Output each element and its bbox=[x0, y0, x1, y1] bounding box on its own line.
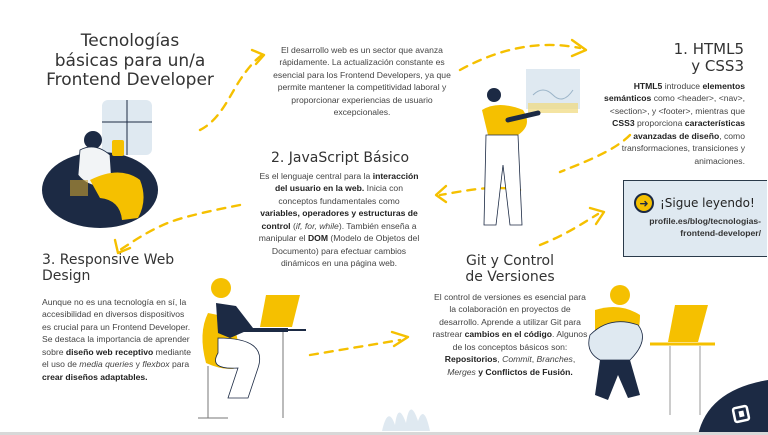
bottom-border bbox=[0, 432, 768, 435]
section-1-text: HTML5 introduce elementos semánticos com… bbox=[604, 81, 745, 166]
section-1-title-line-1: 1. HTML5 bbox=[673, 40, 744, 58]
section-3-text: Aunque no es una tecnología en sí, la ac… bbox=[42, 297, 192, 382]
section-4-title-line-2: de Versiones bbox=[465, 269, 555, 286]
section-2-title: 2. JavaScript Básico bbox=[270, 150, 410, 166]
read-more-url[interactable]: profile.es/blog/tecnologias- frontend-de… bbox=[649, 215, 761, 240]
section-3-title: 3. Responsive Web Design bbox=[42, 252, 212, 284]
illustration-woman-beanbag bbox=[42, 100, 158, 228]
title-line-2: básicas para un/a bbox=[54, 50, 206, 71]
section-2-text: Es el lenguaje central para la interacci… bbox=[258, 171, 420, 269]
section-1-title-line-2: y CSS3 bbox=[691, 57, 744, 76]
section-3-title-line-1: 3. Responsive Web bbox=[42, 252, 175, 268]
profile-logo-icon bbox=[698, 380, 768, 435]
intro-text: El desarrollo web es un sector que avanz… bbox=[273, 45, 451, 118]
plant-icon bbox=[382, 409, 430, 431]
section-4-title: Git y Control de Versiones bbox=[440, 253, 580, 285]
read-more-card[interactable]: ➜ ¡Sigue leyendo! profile.es/blog/tecnol… bbox=[623, 180, 767, 257]
section-1-title: 1. HTML5 y CSS3 bbox=[600, 40, 744, 76]
title-line-3: Frontend Developer bbox=[46, 70, 214, 91]
url-line-1: profile.es/blog/tecnologias- bbox=[649, 216, 761, 226]
illustration-man-screen bbox=[482, 69, 580, 226]
section-4-text: El control de versiones es esencial para… bbox=[432, 292, 588, 377]
url-line-2: frontend-developer/ bbox=[680, 228, 761, 239]
section-4-title-line-1: Git y Control bbox=[465, 253, 555, 269]
arrow-right-circle-icon: ➜ bbox=[634, 193, 654, 213]
arrowhead-1 bbox=[250, 48, 266, 66]
section-3-title-line-2: Design bbox=[42, 268, 91, 285]
title-line-1: Tecnologías bbox=[80, 31, 180, 51]
read-more-label: ¡Sigue leyendo! bbox=[660, 196, 755, 210]
illustration-person-headphones bbox=[588, 285, 715, 415]
page-title: Tecnologías básicas para un/a Frontend D… bbox=[30, 31, 230, 91]
illustration-person-laptop bbox=[198, 278, 306, 419]
